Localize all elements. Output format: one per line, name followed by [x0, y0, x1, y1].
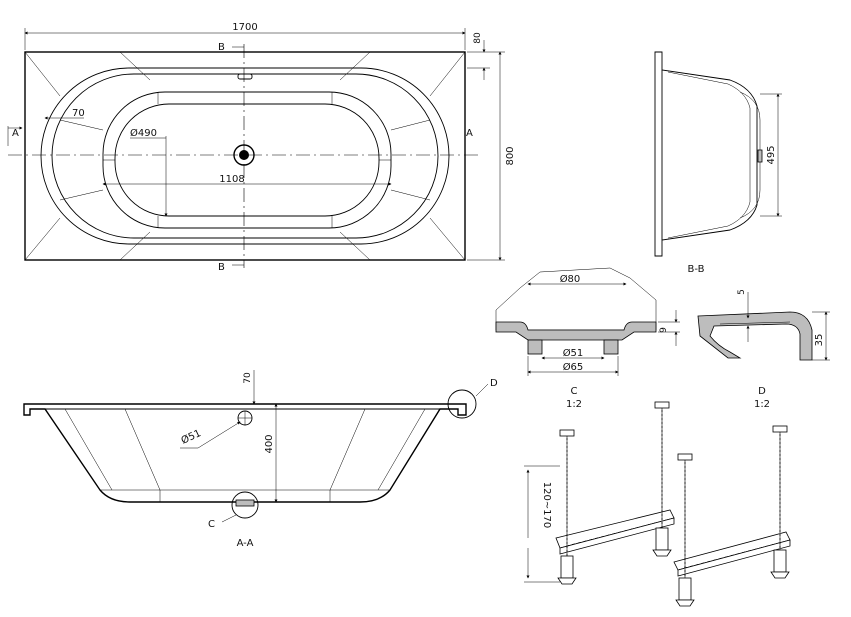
caption-aa: A-A [237, 538, 254, 549]
leg-frame-1 [555, 401, 675, 585]
dim-c-mid: Ø51 [563, 347, 584, 359]
detail-c-body [495, 321, 657, 341]
tub-outline [24, 51, 466, 261]
drain-fitting [235, 499, 255, 507]
side-view: Ø51 70 400 D C A-A [23, 370, 498, 549]
detail-c: Ø80 Ø51 Ø65 9 C 1:2 [495, 267, 680, 410]
tub-basin-inner [114, 103, 380, 217]
detail-d: 5 35 D 1:2 [697, 289, 830, 410]
scale-d: 1:2 [754, 399, 770, 410]
caption-c: C [571, 386, 578, 397]
section-mark-b-top: B [218, 42, 225, 53]
dim-c-bottom: Ø65 [563, 361, 584, 373]
label-d: D [490, 378, 498, 389]
label-c: C [208, 519, 215, 530]
dim-inner-length: 1108 [219, 174, 244, 185]
dim-leg-range: 120~170 [541, 482, 552, 529]
dim-top: 70 [243, 372, 253, 384]
scale-c: 1:2 [566, 399, 582, 410]
section-mark-a-left: A [12, 128, 19, 139]
tub-rim-inner [40, 67, 450, 245]
dim-d-height: 35 [814, 334, 825, 347]
leg-frame-2 [673, 425, 791, 607]
dim-diameter: Ø490 [130, 127, 157, 139]
section-bb: 495 B-B [654, 51, 782, 275]
dim-radius: 70 [72, 108, 85, 119]
section-mark-b-bottom: B [218, 262, 225, 273]
dim-length: 1700 [232, 22, 257, 33]
dim-section-height: 495 [766, 145, 777, 164]
dim-drain: Ø51 [179, 427, 203, 447]
dim-c-thick: 9 [659, 327, 669, 333]
section-bb-profile [654, 51, 758, 257]
top-view: 1700 800 80 1108 70 Ø490 A A B B [7, 22, 516, 273]
dim-width: 800 [505, 146, 516, 165]
caption-d: D [758, 386, 766, 397]
dim-height: 400 [264, 434, 275, 453]
overflow-slot [237, 73, 253, 80]
tub-basin-outer [102, 91, 392, 229]
detail-circle-d [447, 389, 477, 419]
dim-c-top: Ø80 [560, 273, 581, 285]
dim-d-top: 5 [737, 289, 747, 295]
detail-circle-c [231, 491, 259, 519]
caption-bb: B-B [688, 264, 705, 275]
section-mark-a-right: A [466, 128, 473, 139]
dim-rim: 80 [473, 32, 483, 44]
detail-d-profile [697, 311, 813, 361]
legs-assembly: 120~170 [524, 401, 791, 607]
